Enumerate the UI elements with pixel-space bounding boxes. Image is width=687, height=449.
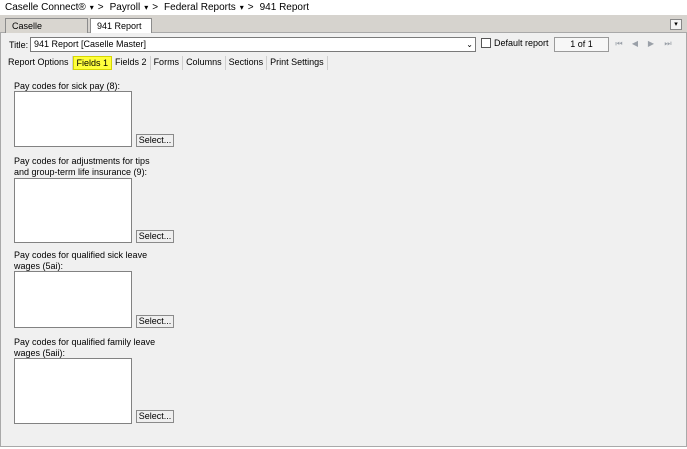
title-combobox[interactable]: 941 Report [Caselle Master] ⌄	[30, 37, 476, 52]
breadcrumb-item-payroll[interactable]: Payroll ▾ >	[110, 2, 158, 13]
breadcrumb-label: 941 Report	[259, 2, 310, 13]
sick-leave-codes-list[interactable]	[14, 271, 132, 328]
breadcrumb-label: Federal Reports	[164, 2, 236, 13]
report-panel: Title: 941 Report [Caselle Master] ⌄ Def…	[0, 33, 687, 447]
breadcrumb-label: Caselle Connect®	[5, 2, 86, 13]
title-value: 941 Report [Caselle Master]	[34, 39, 147, 49]
tab-caselle-connect[interactable]: Caselle Connect®	[5, 18, 88, 45]
label-line: Pay codes for qualified family leave	[14, 337, 156, 347]
tips-adjustment-codes-list[interactable]	[14, 178, 132, 243]
chevron-down-icon[interactable]: ▾	[144, 3, 149, 12]
tab-fields-1[interactable]: Fields 1	[72, 56, 113, 70]
family-leave-codes-label: Pay codes for qualified family leave wag…	[14, 337, 155, 359]
chevron-down-icon[interactable]: ▾	[89, 3, 94, 12]
family-leave-codes-list[interactable]	[14, 358, 132, 424]
breadcrumb-separator: >	[97, 2, 104, 13]
label-line: wages (5ai):	[14, 261, 64, 271]
tab-941-report[interactable]: 941 Report ✕	[90, 18, 152, 46]
tab-list-menu-button[interactable]: ▾	[670, 19, 682, 30]
sick-leave-codes-label: Pay codes for qualified sick leave wages…	[14, 250, 147, 272]
label-line: wages (5aii):	[14, 348, 66, 358]
page-counter: 1 of 1	[554, 37, 609, 52]
sick-pay-select-button[interactable]: Select...	[136, 134, 174, 147]
breadcrumb-item-caselle-connect[interactable]: Caselle Connect® ▾ >	[5, 2, 104, 13]
breadcrumb-separator: >	[247, 2, 254, 13]
sick-pay-codes-list[interactable]	[14, 91, 132, 147]
next-page-icon[interactable]: ▶	[647, 39, 655, 48]
breadcrumb-separator: >	[152, 2, 159, 13]
tab-forms[interactable]: Forms	[150, 56, 184, 70]
label-line: Pay codes for qualified sick leave	[14, 250, 148, 260]
document-tab-strip: Caselle Connect® 941 Report ✕ ▾	[0, 15, 687, 46]
label-line: Pay codes for sick pay (8):	[14, 81, 121, 91]
label-line: and group-term life insurance (9):	[14, 167, 148, 177]
title-label: Title:	[9, 40, 29, 50]
report-subtabs: Report Options Fields 1 Fields 2 Forms C…	[5, 56, 328, 70]
chevron-down-icon: ▾	[674, 21, 678, 28]
tab-fields-2[interactable]: Fields 2	[112, 56, 151, 70]
breadcrumb-label: Payroll	[109, 2, 141, 13]
previous-page-icon[interactable]: ◀	[631, 39, 639, 48]
family-leave-select-button[interactable]: Select...	[136, 410, 174, 423]
default-report-label: Default report	[494, 38, 549, 48]
label-line: Pay codes for adjustments for tips	[14, 156, 150, 166]
tab-report-options[interactable]: Report Options	[5, 56, 73, 70]
breadcrumb-item-federal-reports[interactable]: Federal Reports ▾ >	[164, 2, 254, 13]
tips-adjustment-select-button[interactable]: Select...	[136, 230, 174, 243]
last-page-icon[interactable]: ⏭	[664, 39, 672, 48]
tips-adjustment-codes-label: Pay codes for adjustments for tips and g…	[14, 156, 150, 178]
default-report-option[interactable]: Default report	[481, 38, 549, 48]
sick-pay-codes-label: Pay codes for sick pay (8):	[14, 81, 120, 92]
breadcrumb-item-941-report[interactable]: 941 Report	[260, 2, 309, 13]
tab-columns[interactable]: Columns	[183, 56, 226, 70]
default-report-checkbox[interactable]	[481, 38, 491, 48]
first-page-icon[interactable]: ⏮	[615, 39, 623, 48]
tab-label: 941 Report	[97, 21, 142, 31]
chevron-down-icon[interactable]: ⌄	[466, 40, 473, 49]
chevron-down-icon[interactable]: ▾	[239, 3, 244, 12]
tab-print-settings[interactable]: Print Settings	[267, 56, 328, 70]
tab-sections[interactable]: Sections	[225, 56, 268, 70]
breadcrumb: Caselle Connect® ▾ > Payroll ▾ > Federal…	[0, 0, 687, 15]
sick-leave-select-button[interactable]: Select...	[136, 315, 174, 328]
